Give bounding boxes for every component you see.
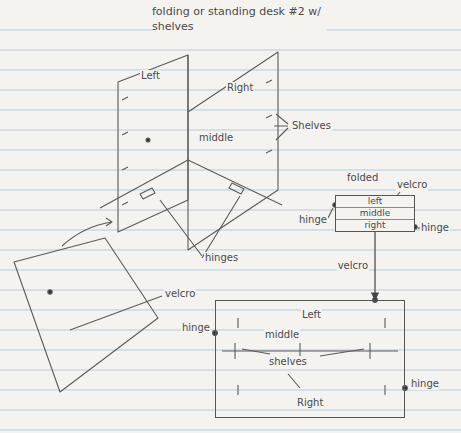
panel-label: shelves [268, 356, 308, 368]
sketch-title: folding or standing desk #2 w/ shelves [152, 4, 327, 34]
sketch-label: middle [198, 132, 234, 144]
panel-label: middle [336, 208, 414, 220]
sketch-label: hinge [181, 322, 211, 334]
unfolded-desk-box: Leftmiddle shelvesRight [215, 300, 405, 418]
panel-label: right [336, 220, 414, 231]
sketch-label: hinge [298, 214, 328, 226]
panel-label: middle [264, 329, 300, 341]
desk-sketch [14, 52, 288, 392]
arrow-connector [374, 232, 375, 300]
sketch-label: hinge [420, 222, 450, 234]
panel-label: Right [296, 397, 324, 409]
sketch-label: hinges [204, 252, 239, 264]
panel-label: Left [301, 309, 322, 321]
sketch-label: folded [346, 172, 379, 184]
edge-label: velcro [337, 260, 369, 272]
unfolded-details [213, 298, 408, 395]
sketch-label: hinge [410, 378, 440, 390]
folded-box: leftmiddleright [335, 195, 415, 232]
sketch-label: velcro [164, 288, 196, 300]
sketch-label: velcro [396, 179, 428, 191]
sketch-label: Shelves [291, 120, 332, 132]
ruled-lines [0, 30, 461, 430]
sketch-label: Right [226, 82, 254, 94]
sketch-label: Left [140, 70, 161, 82]
panel-label: left [336, 196, 414, 208]
